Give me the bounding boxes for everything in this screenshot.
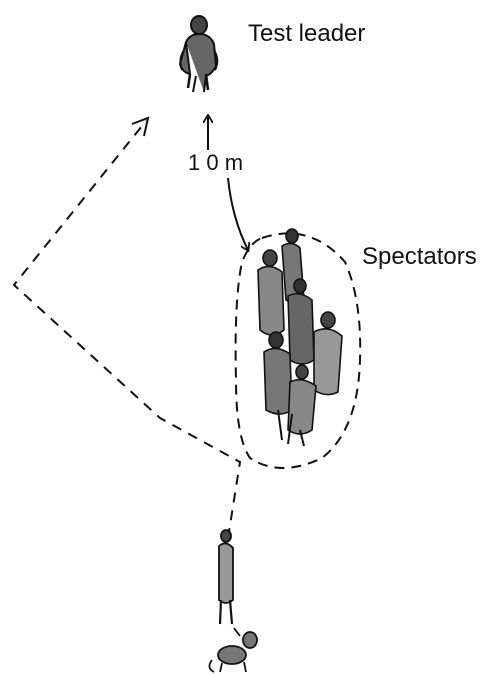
test-leader-label: Test leader xyxy=(248,20,365,48)
distance-label: 1 0 m xyxy=(186,150,245,176)
test-leader-figure xyxy=(180,16,217,92)
spectators-crowd xyxy=(258,229,342,446)
spectators-label: Spectators xyxy=(362,243,477,271)
dog-figure xyxy=(209,628,257,672)
participant-figure xyxy=(219,530,233,624)
distance-arrow-down xyxy=(228,178,248,250)
walking-route-dashed xyxy=(14,121,240,538)
